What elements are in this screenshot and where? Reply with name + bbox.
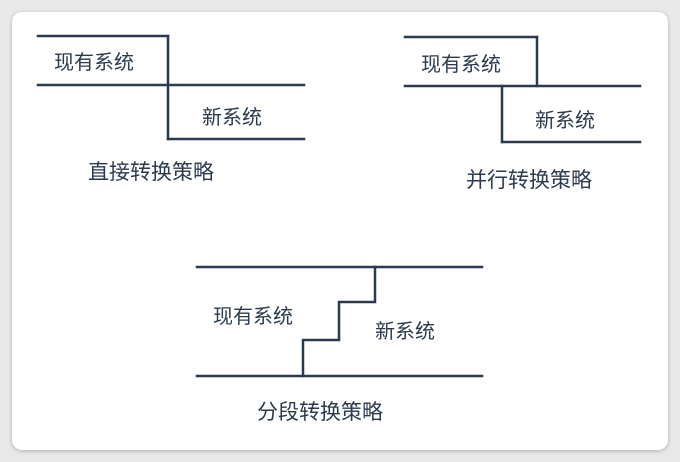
phased-conversion-diagram: 现有系统 新系统 分段转换策略: [195, 265, 484, 424]
phased-staircase-line: [301, 265, 377, 378]
parallel-caption: 并行转换策略: [466, 168, 592, 192]
phased-new-system-label: 新系统: [375, 319, 435, 343]
direct-caption: 直接转换策略: [88, 160, 214, 184]
parallel-new-system-label: 新系统: [535, 108, 595, 132]
parallel-conversion-diagram: 现有系统 新系统 并行转换策略: [403, 35, 642, 192]
direct-old-system-label: 现有系统: [54, 50, 134, 74]
phased-caption: 分段转换策略: [257, 400, 383, 424]
parallel-old-system-label: 现有系统: [421, 52, 501, 76]
direct-conversion-diagram: 现有系统 新系统 直接转换策略: [36, 34, 306, 184]
phased-old-system-label: 现有系统: [213, 304, 293, 328]
direct-new-system-label: 新系统: [202, 105, 262, 129]
